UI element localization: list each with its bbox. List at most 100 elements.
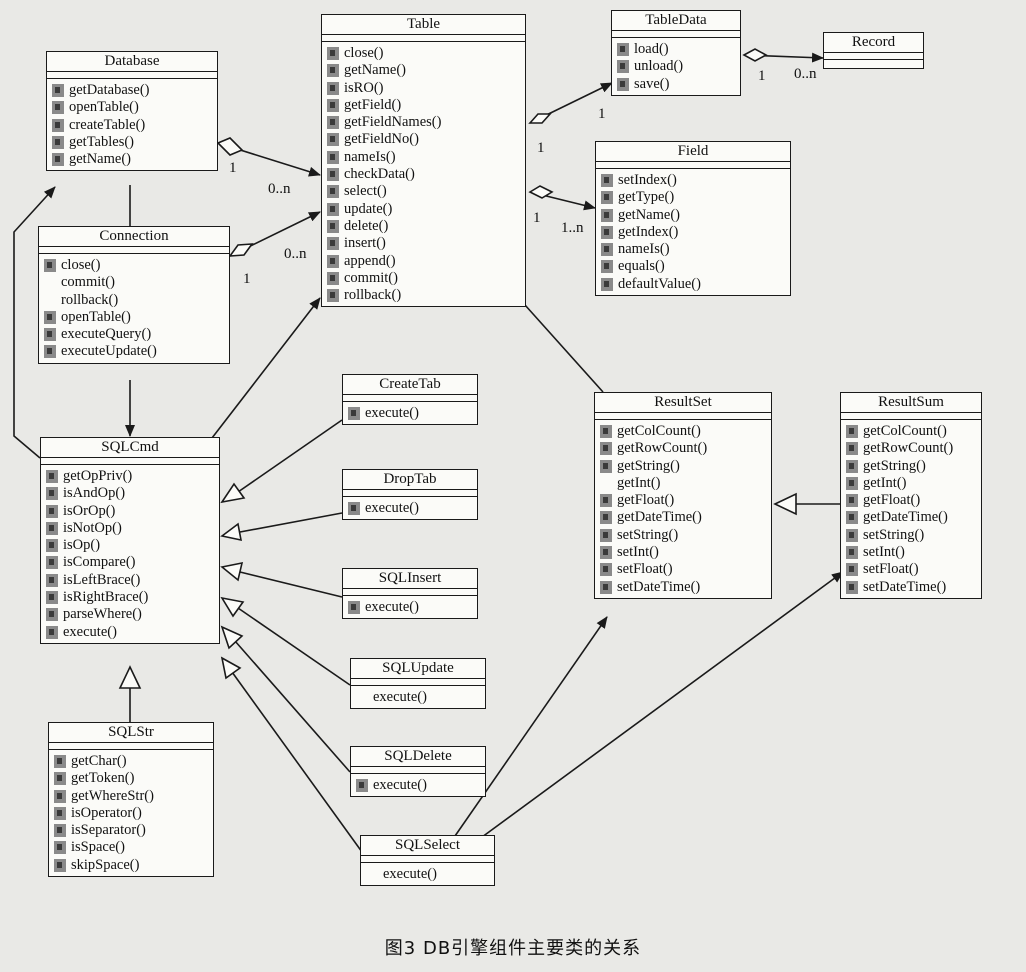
operation: parseWhere() [41,606,219,623]
operation: setDateTime() [595,579,771,596]
operation: defaultValue() [596,276,790,293]
operation: isOp() [41,537,219,554]
operation: openTable() [39,309,229,326]
attributes-compartment [596,162,790,169]
operation: execute() [351,689,485,706]
operation-label: close() [344,45,384,61]
operation: isOrOp() [41,503,219,520]
operation: getDateTime() [595,509,771,526]
operation-label: createTable() [69,116,146,133]
operations-compartment: setIndex()getType()getName()getIndex()na… [596,169,790,295]
operation-label: setFloat() [863,561,919,578]
operation-label: nameIs() [618,241,670,258]
operations-compartment: execute() [343,402,477,424]
sqlselect-generalization [231,671,363,853]
operation-label: getInt() [863,474,907,491]
operation: createTable() [47,117,217,134]
operations-compartment: getColCount()getRowCount()getString()get… [841,420,981,598]
operation-label: getFloat() [863,492,921,509]
class-record: Record [823,32,924,69]
operation: getName() [322,62,525,79]
operation-label: execute() [365,599,419,615]
attributes-compartment [361,856,494,863]
operation-label: select() [344,183,387,200]
sqlselect-resultsum-link [477,571,844,841]
operations-compartment: close()commit()rollback()openTable()exec… [39,254,229,363]
operation-visibility-icon [327,289,339,303]
class-name: SQLStr [49,723,213,743]
attributes-compartment [612,31,740,38]
operation: commit() [39,274,229,291]
operation: setFloat() [841,561,981,578]
operation: nameIs() [596,241,790,258]
operation-visibility-icon [600,546,612,560]
operation-visibility-icon [600,442,612,456]
operation: getOpPriv() [41,468,219,485]
mult-db-table-dst: 0..n [268,181,291,197]
generalization-triangle-sqlinsert [220,561,244,582]
operation-label: commit() [344,269,398,286]
attributes-compartment [343,589,477,596]
operation-visibility-icon [846,476,858,490]
operation-label: isSeparator() [71,822,146,839]
operation: getString() [595,458,771,475]
operation-label: rollback() [61,291,119,308]
operation-label: getColCount() [617,423,701,439]
operation-visibility-icon [46,521,58,535]
conn-aggregation-diamond [228,243,254,257]
operation-label: getChar() [71,753,127,769]
operation-label: getFieldNo() [344,131,419,148]
operation: delete() [322,218,525,235]
operation-visibility-icon [52,118,64,132]
attributes-compartment [322,35,525,42]
operation-visibility-icon [46,504,58,518]
attributes-compartment [351,679,485,686]
operation-visibility-icon [348,502,360,515]
operation-label: equals() [618,258,665,275]
operation-label: skipSpace() [71,856,140,873]
operation-label: getString() [617,457,680,474]
operation-label: getColCount() [863,423,947,439]
attributes-compartment [47,72,217,79]
operation: isAndOp() [41,485,219,502]
attributes-compartment [39,247,229,254]
sqlcmd-database-link [13,186,56,459]
operation: getType() [596,189,790,206]
operation: getFieldNames() [322,114,525,131]
table-aggregation-diamond-1 [528,113,552,124]
operation: execute() [343,405,477,422]
operation: getFloat() [595,492,771,509]
operation: getDatabase() [47,82,217,99]
operation-visibility-icon [46,539,58,553]
operation-visibility-icon [46,625,58,639]
class-name: Table [322,15,525,35]
operation-visibility-icon [846,494,858,508]
sqlinsert-generalization [239,571,343,598]
operation-label: openTable() [61,308,131,325]
operations-compartment: execute() [361,863,494,885]
generalization-triangle-droptab [220,522,243,542]
class-name: DropTab [343,470,477,490]
attributes-compartment [343,490,477,497]
operation-visibility-icon [327,64,339,78]
operation-visibility-icon [54,789,66,803]
operation-label: isLeftBrace() [63,571,141,588]
operation-visibility-icon [327,47,339,60]
operation-visibility-icon [348,601,360,614]
operation-visibility-icon [617,60,629,74]
operation-visibility-icon [327,133,339,147]
operation: save() [612,76,740,93]
operation: isRightBrace() [41,589,219,606]
class-name: Database [47,52,217,72]
operation-label: getType() [618,189,675,206]
operation: nameIs() [322,149,525,166]
operation: getTables() [47,134,217,151]
operation-label: getIndex() [618,223,679,240]
operation: close() [39,257,229,274]
